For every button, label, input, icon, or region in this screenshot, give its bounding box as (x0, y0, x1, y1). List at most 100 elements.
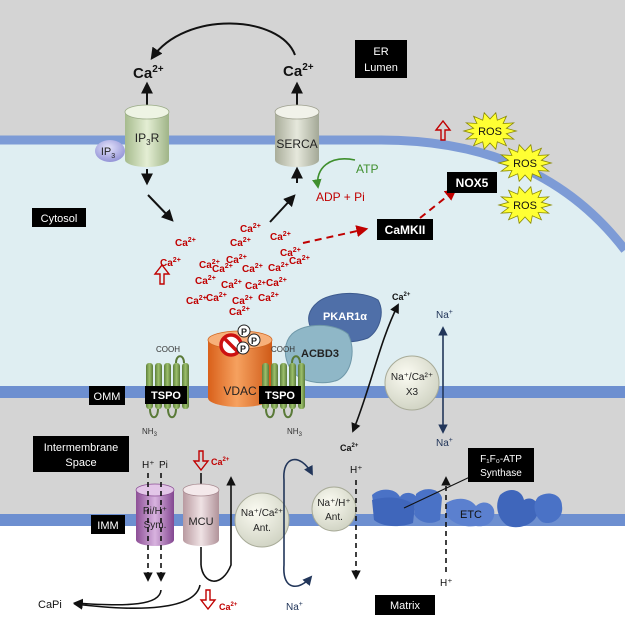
er-recycle-arrow (150, 22, 296, 60)
ims-decrease-arrow (192, 450, 210, 472)
svg-text:Lumen: Lumen (364, 62, 398, 74)
mcu-label: MCU (188, 516, 213, 528)
ros-label-1: ROS (478, 126, 502, 138)
ca-ion-18: Ca2+ (232, 295, 253, 307)
ca-ion-10: Ca2+ (242, 263, 263, 275)
svg-text:P: P (251, 336, 257, 346)
ca-ion-17: Ca2+ (206, 292, 227, 304)
er-lumen-label: ER Lumen (355, 40, 407, 78)
ca-to-capi-arrow (73, 584, 201, 610)
matrix-label: Matrix (375, 595, 435, 615)
svg-text:ETC: ETC (460, 509, 482, 521)
svg-text:Space: Space (65, 457, 96, 469)
na-label-matrix: Na+ (286, 601, 303, 613)
nh3-label-right: NH3 (287, 427, 303, 438)
adp-pi-label: ADP + Pi (316, 190, 365, 204)
ip3r-label: IP3R (135, 131, 160, 147)
ip3r-channel: IP3R (124, 104, 170, 167)
cytosol-to-serca-arrow (269, 194, 296, 223)
ros-burst-2: ROS (497, 143, 553, 183)
mcu-to-antiporter-loop-arrow (200, 476, 236, 582)
ca-ion-21: Ca2+ (229, 306, 250, 318)
svg-text:Ant.: Ant. (325, 512, 343, 523)
ca-label-ip3r-top: Ca2+ (133, 64, 164, 82)
svg-text:Cytosol: Cytosol (41, 213, 78, 225)
svg-text:Synthase: Synthase (480, 468, 522, 479)
na-ca-exchanger-x3: Na⁺/Ca²⁺ X3 (384, 355, 440, 411)
phospho-group: P P P (236, 324, 261, 355)
svg-text:Na⁺/Ca²⁺: Na⁺/Ca²⁺ (241, 508, 283, 519)
ca-ion-15: Ca2+ (245, 280, 266, 292)
serca-label: SERCA (276, 137, 317, 151)
svg-text:NOX5: NOX5 (456, 176, 489, 190)
omm-ca-exchange-arrow (351, 303, 399, 433)
h-label-matrix: H⁺ (440, 578, 453, 589)
ca-label-serca-top: Ca2+ (283, 62, 314, 80)
svg-text:COOH: COOH (156, 345, 180, 354)
ros-burst-3: ROS (497, 185, 553, 225)
svg-text:ACBD3: ACBD3 (301, 348, 339, 360)
cytosolic-calcium-cloud: Ca2+Ca2+Ca2+Ca2+Ca2+Ca2+Ca2+Ca2+Ca2+Ca2+… (160, 223, 310, 318)
atp-label: ATP (356, 162, 378, 176)
tspo-right: COOH NH3 TSPO (259, 345, 305, 438)
svg-text:Matrix: Matrix (390, 600, 420, 612)
svg-text:F₁F₀-ATP: F₁F₀-ATP (480, 454, 522, 465)
svg-text:Intermembrane: Intermembrane (44, 442, 119, 454)
svg-text:Na⁺/H⁺: Na⁺/H⁺ (317, 498, 350, 509)
svg-text:COOH: COOH (271, 345, 295, 354)
nox5-box: NOX5 (447, 172, 497, 193)
vdac-label: VDAC (223, 384, 257, 398)
svg-text:OMM: OMM (94, 391, 121, 403)
svg-text:Ant.: Ant. (253, 523, 271, 534)
ip3-ligand: IP3 (95, 140, 125, 162)
h-label-symporter: H⁺ (142, 460, 155, 471)
tspo-left: COOH NH3 TSPO (142, 345, 189, 438)
svg-text:Pi/H⁺: Pi/H⁺ (143, 506, 167, 517)
ca-ion-11: Ca2+ (268, 262, 289, 274)
na-label-omm-bottom: Na+ (436, 437, 453, 449)
cytosol-increase-arrow (153, 263, 171, 285)
camkii-box: CaMKII (377, 219, 433, 240)
ca-ion-19: Ca2+ (258, 292, 279, 304)
mcu-channel: MCU (182, 483, 220, 546)
h-label-antiporter: H⁺ (350, 465, 363, 476)
svg-text:P: P (241, 327, 247, 337)
pi-to-capi-arrow (73, 589, 162, 609)
ros-label-2: ROS (513, 158, 537, 170)
svg-text:Na⁺/Ca²⁺: Na⁺/Ca²⁺ (391, 372, 433, 383)
ca-label-omm-bottom: Ca2+ (340, 443, 359, 453)
er-membrane (0, 135, 625, 253)
ros-burst-1: ROS (462, 111, 518, 151)
ros-label-3: ROS (513, 200, 537, 212)
matrix-increase-arrow (199, 589, 217, 611)
capi-label: CaPi (38, 599, 62, 611)
na-label-omm-top: Na+ (436, 309, 453, 321)
svg-text:CaMKII: CaMKII (385, 223, 426, 237)
electron-transport-chain: ETC (372, 489, 563, 528)
ros-group: ROS ROS ROS (462, 111, 553, 225)
ca-ion-14: Ca2+ (221, 279, 242, 291)
svg-text:IP3: IP3 (101, 146, 115, 160)
pi-label-symporter: Pi (159, 460, 168, 471)
ca-ion-7: Ca2+ (160, 257, 181, 269)
ca-ion-9: Ca2+ (212, 263, 233, 275)
ca-ion-3: Ca2+ (175, 237, 196, 249)
svg-text:PKAR1α: PKAR1α (323, 311, 367, 323)
pi-h-symporter: Pi/H⁺ Sym. (135, 483, 175, 546)
svg-text:P: P (240, 344, 246, 354)
serca-pump: SERCA (274, 104, 320, 167)
ros-increase-arrow (434, 119, 452, 141)
ca-ion-12: Ca2+ (289, 255, 310, 267)
ca-ion-16: Ca2+ (266, 277, 287, 289)
ca-ion-1: Ca2+ (240, 223, 261, 235)
ca-ion-13: Ca2+ (195, 275, 216, 287)
atp-hydrolysis-arrow (312, 158, 356, 189)
atp-synthase-label: F₁F₀-ATP Synthase (468, 448, 534, 482)
ca-label-ims: Ca2+ (211, 457, 230, 467)
ca-ion-5: Ca2+ (270, 231, 291, 243)
ca-ion-4: Ca2+ (226, 254, 247, 266)
ca-label-omm-top: Ca2+ (392, 292, 411, 302)
ca-ion-20: Ca2+ (186, 295, 207, 307)
ca-ion-2: Ca2+ (230, 237, 251, 249)
